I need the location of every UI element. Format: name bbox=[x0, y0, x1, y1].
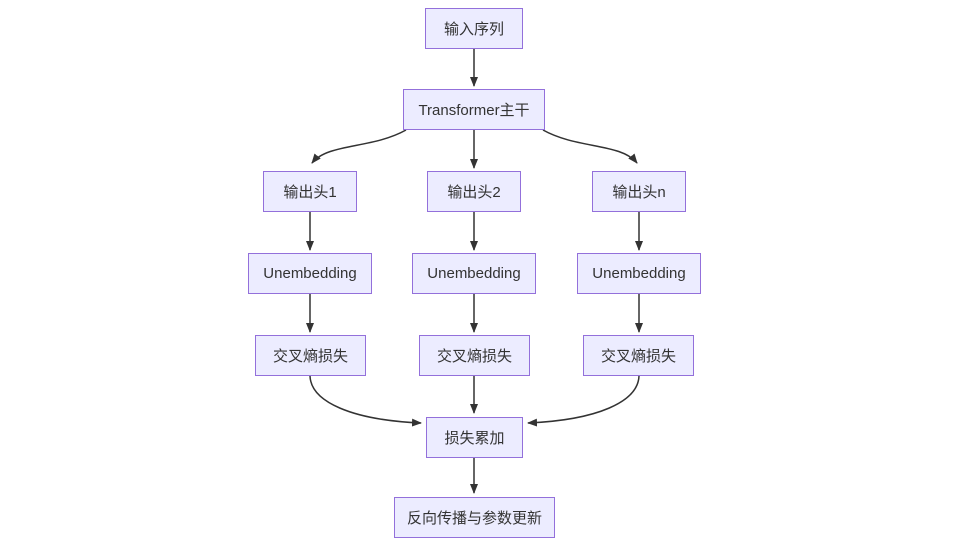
node-unembedding-n: Unembedding bbox=[577, 253, 701, 294]
edge-cen-to-losssum bbox=[527, 375, 640, 427]
edge-backbone-to-head1 bbox=[311, 129, 407, 164]
node-unembedding-2: Unembedding bbox=[412, 253, 536, 294]
node-unembedding-1: Unembedding bbox=[248, 253, 372, 294]
edge-ce1-to-losssum bbox=[309, 375, 422, 427]
node-output-head-1: 输出头1 bbox=[263, 171, 357, 212]
node-backprop-update: 反向传播与参数更新 bbox=[394, 497, 555, 538]
node-loss-accumulation: 损失累加 bbox=[426, 417, 523, 458]
node-cross-entropy-loss-2: 交叉熵损失 bbox=[419, 335, 530, 376]
node-cross-entropy-loss-n: 交叉熵损失 bbox=[583, 335, 694, 376]
node-output-head-2: 输出头2 bbox=[427, 171, 521, 212]
node-output-head-n: 输出头n bbox=[592, 171, 686, 212]
node-transformer-backbone: Transformer主干 bbox=[403, 89, 545, 130]
node-cross-entropy-loss-1: 交叉熵损失 bbox=[255, 335, 366, 376]
node-input-sequence: 输入序列 bbox=[425, 8, 523, 49]
edge-backbone-to-headn bbox=[542, 129, 638, 164]
